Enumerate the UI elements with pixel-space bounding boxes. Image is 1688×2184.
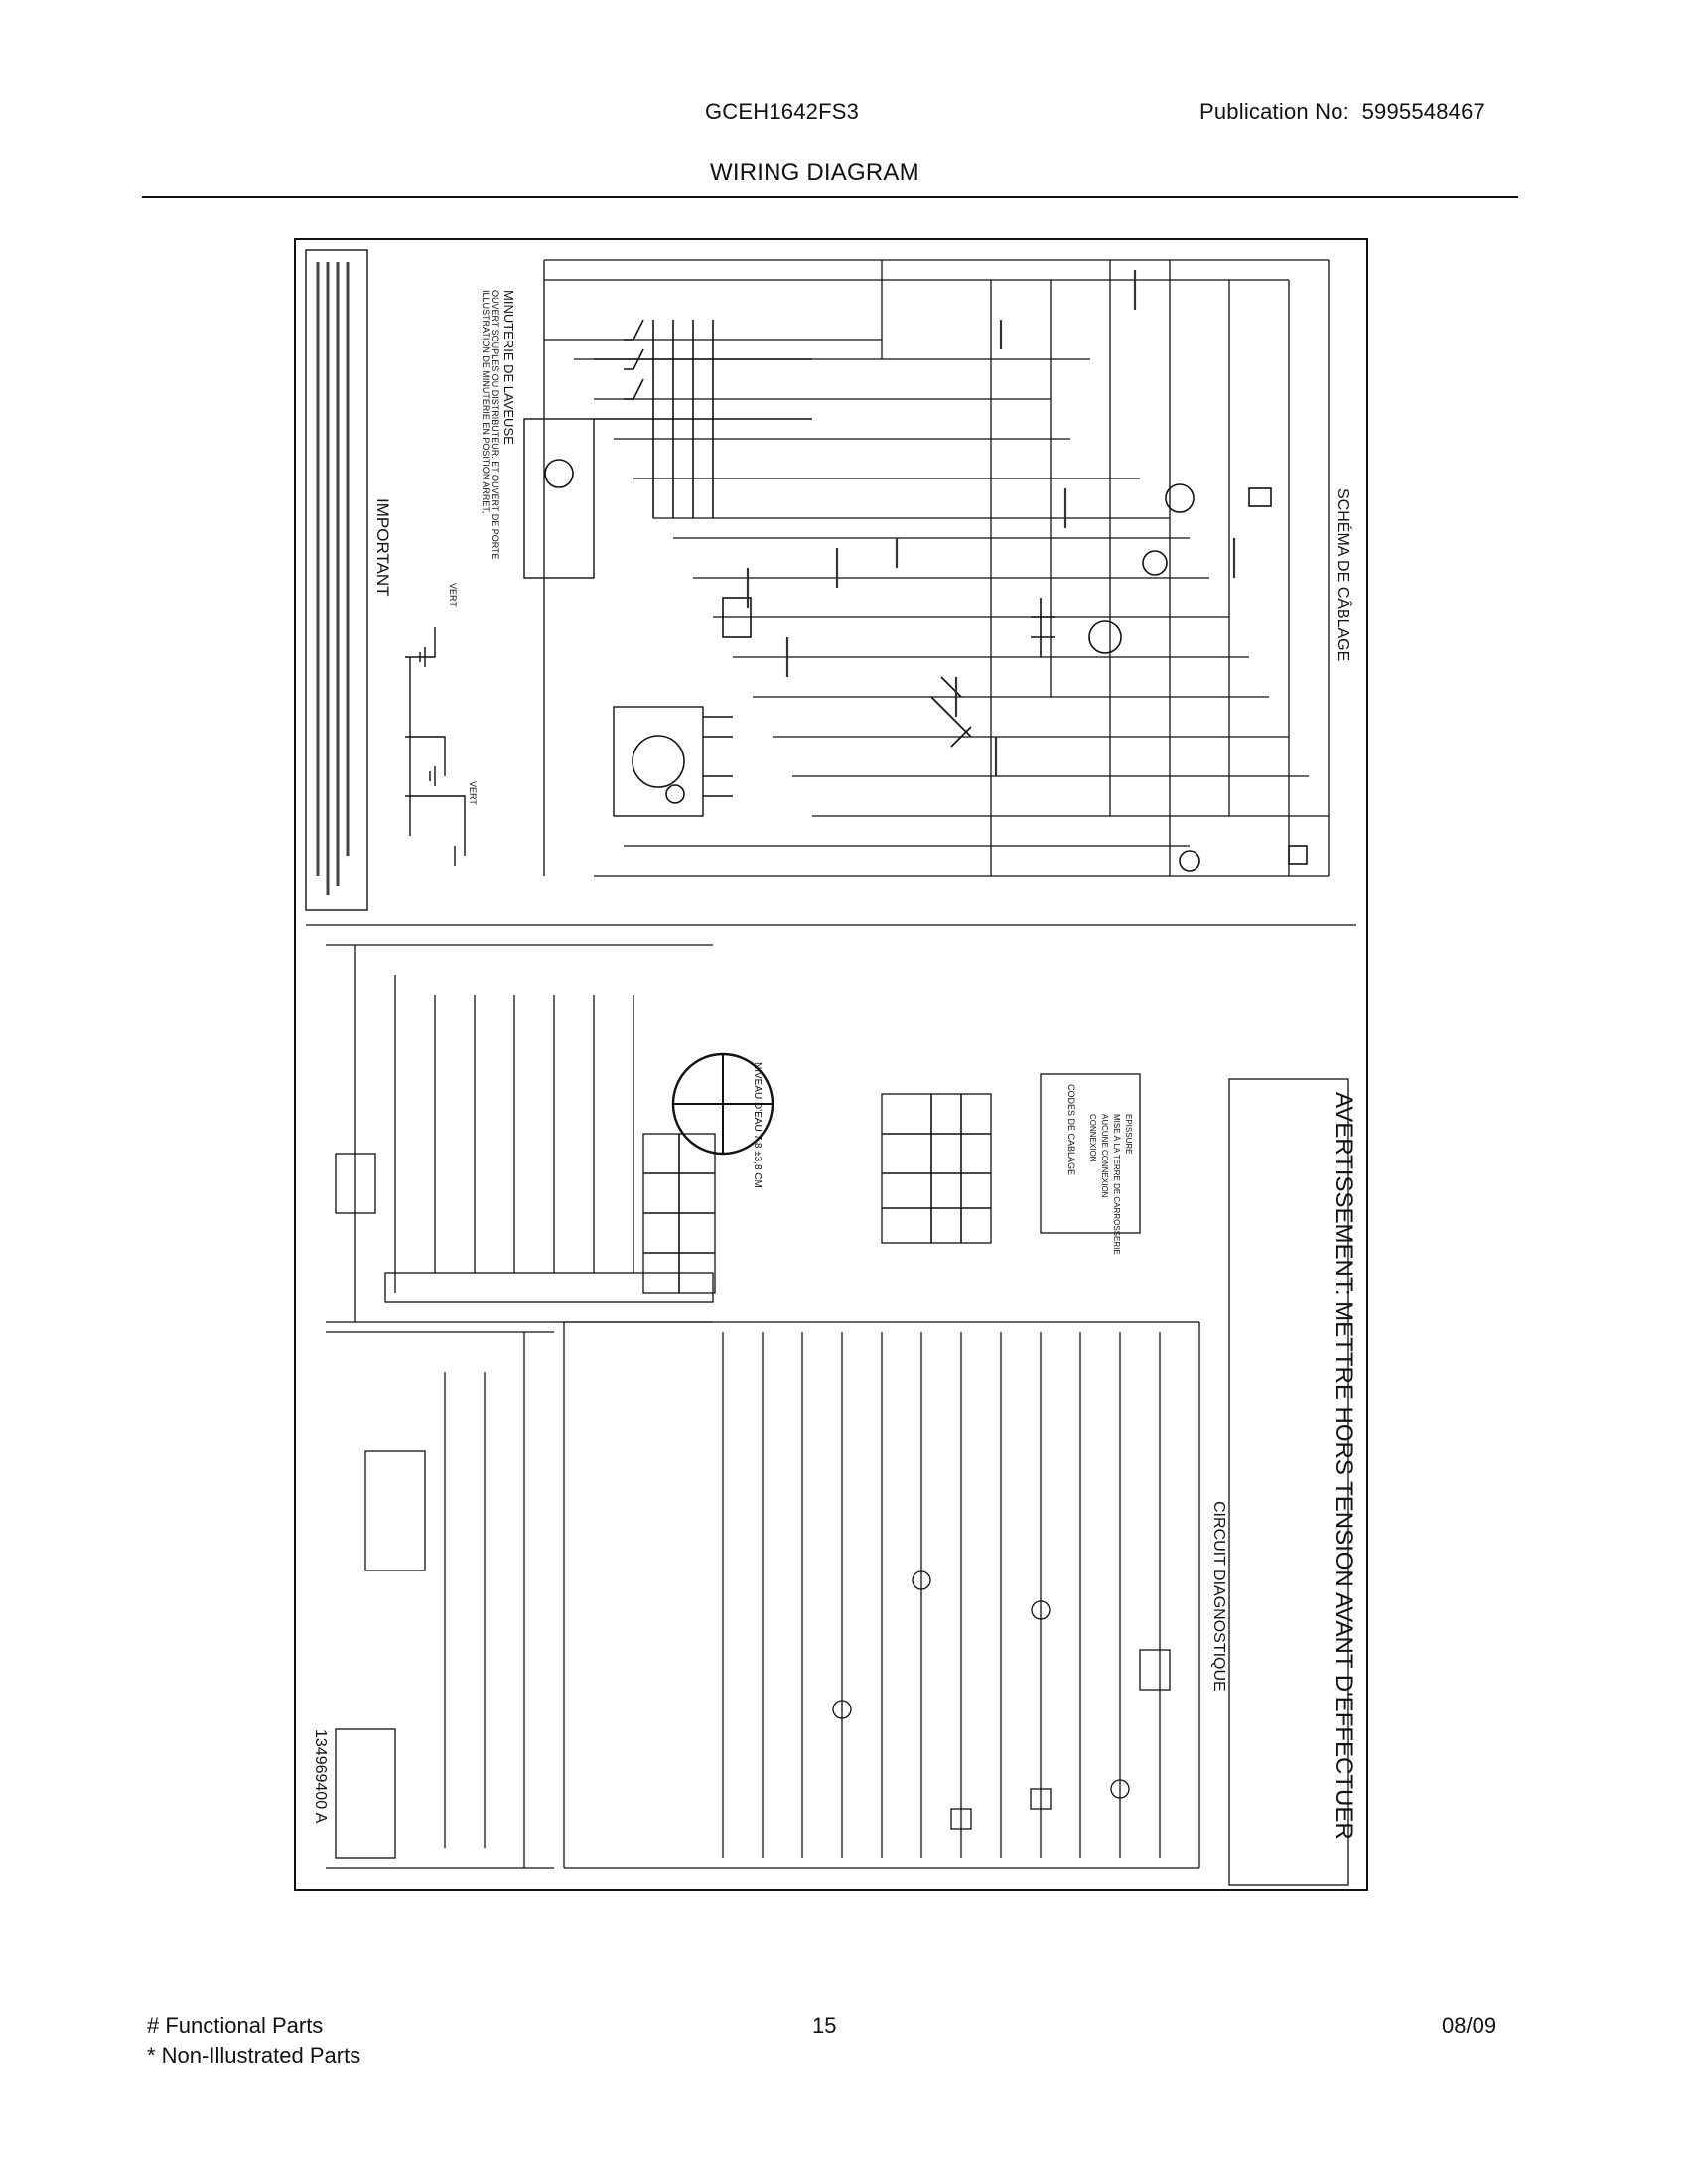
motor-assembly-box <box>613 706 704 817</box>
important-notice-box <box>305 249 368 911</box>
splice-points <box>930 676 972 748</box>
schema-title: SCHÉMA DE CÂBLAGE <box>1335 488 1353 661</box>
legend-box <box>1040 1073 1141 1234</box>
diagnostic-title: CIRCUIT DIAGNOSTIQUE <box>1210 1501 1227 1692</box>
important-title: IMPORTANT <box>373 498 392 597</box>
publication-label: Publication No: <box>1199 99 1349 124</box>
harness-verticals <box>543 260 1330 876</box>
timer-cam-contacts <box>594 319 812 518</box>
ladder-left <box>326 944 714 1323</box>
legend-item-3: MISE À LA TERRE DE CARROSSERIE <box>1112 1114 1121 1255</box>
temperature-commutator-table <box>881 1093 992 1244</box>
ground-symbols <box>405 627 466 866</box>
timer-title: MINUTERIE DE LAVEUSE <box>501 290 516 445</box>
svg-text:VERT: VERT <box>468 781 478 805</box>
timer-motor <box>544 459 574 488</box>
temperature-switch <box>722 597 752 638</box>
motor-capacitor <box>665 784 685 804</box>
status-light <box>1288 845 1308 865</box>
footer-date: 08/09 <box>1442 2013 1497 2038</box>
diagnostic-ladder <box>563 1321 1200 1869</box>
header-divider <box>142 196 1518 198</box>
legend-item-2: AUCUNE CONNEXION <box>1100 1114 1109 1198</box>
pressure-switch <box>1088 620 1122 654</box>
page-title: WIRING DIAGRAM <box>710 159 919 186</box>
legend-item-4: EPISSURE <box>1124 1114 1133 1154</box>
wire-label-marks <box>746 270 1236 776</box>
legend-item-1: CONNEXION <box>1088 1114 1097 1162</box>
timer-note-line1: ILLUSTRATION DE MINUTERIE EN POSITION AR… <box>481 290 491 513</box>
pump-motor <box>1165 483 1195 513</box>
lower-left-ladder <box>326 1331 554 1869</box>
door-switch <box>1248 487 1272 507</box>
drawing-number: 134969400 A <box>312 1729 329 1824</box>
wiring-diagram: IMPORTANT VERT VERT MINUTERIE DE LAVEUSE… <box>305 249 1357 1886</box>
footer-non-illustrated-parts: * Non-Illustrated Parts <box>147 2043 361 2068</box>
footer-functional-parts: # Functional Parts <box>147 2013 324 2038</box>
diagnostic-components <box>832 1570 1171 1830</box>
water-valve <box>1031 598 1055 657</box>
warning-banner: AVERTISSEMENT: METTRE HORS TENSION AVANT… <box>1331 1092 1357 1840</box>
notice-text-lines <box>316 262 350 895</box>
wiring-diagram-frame: IMPORTANT VERT VERT MINUTERIE DE LAVEUSE… <box>294 238 1368 1891</box>
motor-leads <box>703 716 733 797</box>
wax-motor <box>1142 550 1168 576</box>
water-level-label: NIVEAU D'EAU 7,8 ±3,8 CM <box>752 1062 763 1188</box>
legend-title: CODES DE CABLAGE <box>1066 1084 1076 1175</box>
publication-number: Publication No: 5995548467 <box>1199 99 1485 125</box>
door-lock-solenoid <box>1179 850 1200 872</box>
drive-motor <box>632 735 685 788</box>
publication-value: 5995548467 <box>1361 99 1485 124</box>
warning-banner-box <box>1228 1078 1349 1886</box>
page-number: 15 <box>812 2013 837 2038</box>
timer-note-line2: OUVERT SOUPLES OU DISTRIBUTEUR, ET OUVER… <box>491 290 500 560</box>
timer-block <box>523 418 595 579</box>
harness-wires <box>544 259 1329 877</box>
svg-text:VERT: VERT <box>448 583 458 607</box>
model-number: GCEH1642FS3 <box>705 99 860 124</box>
